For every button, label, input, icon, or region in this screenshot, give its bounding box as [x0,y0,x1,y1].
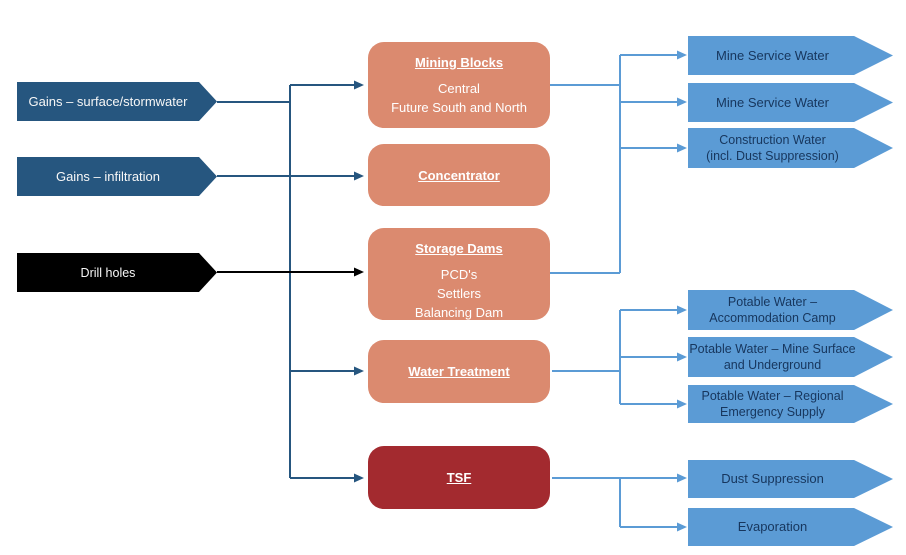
output-label: Dust Suppression [721,471,824,486]
box-title: TSF [446,470,472,485]
output-arrow-dust-suppression: Dust Suppression [688,460,893,498]
box-body: PCD's Settlers Balancing Dam [414,267,504,320]
output-label: Potable Water – Mine Surface and Undergr… [689,342,856,372]
input-arrow-drill-holes: Drill holes [17,253,217,292]
process-box-tsf: TSF [368,446,550,509]
output-arrow-potable-regional-emergency: Potable Water – Regional Emergency Suppl… [688,385,893,423]
output-label: Evaporation [737,519,808,534]
output-arrow-evaporation: Evaporation [688,508,893,546]
output-arrow-construction-water: Construction Water (incl. Dust Suppressi… [688,128,893,168]
output-label: Mine Service Water [716,47,829,63]
process-box-mining-blocks: Mining Blocks Central Future South and N… [368,42,550,128]
output-label: Construction Water (incl. Dust Suppressi… [706,133,839,163]
process-box-water-treatment: Water Treatment [368,340,550,403]
output-label: Potable Water – Regional Emergency Suppl… [701,389,844,419]
input-arrow-gains-surface-stormwater: Gains – surface/stormwater [17,82,217,121]
output-arrow-mine-service-water-1: Mine Service Water [688,36,893,75]
input-label: Gains – infiltration [55,169,161,184]
input-label: Gains – surface/stormwater [28,94,188,109]
output-label: Potable Water – Accommodation Camp [709,295,836,325]
box-title: Concentrator [418,167,500,183]
input-arrow-gains-infiltration: Gains – infiltration [17,157,217,196]
box-title: Mining Blocks [414,55,504,70]
process-box-concentrator: Concentrator [368,144,550,206]
box-title: Storage Dams [415,241,503,256]
box-title: Water Treatment [408,364,510,379]
dark-input-connectors [217,80,364,483]
output-arrow-potable-accommodation-camp: Potable Water – Accommodation Camp [688,290,893,330]
light-output-connectors [550,50,687,532]
output-arrow-mine-service-water-2: Mine Service Water [688,83,893,122]
process-box-storage-dams: Storage Dams PCD's Settlers Balancing Da… [368,228,550,320]
box-body: Central Future South and North [391,81,527,115]
input-label: Drill holes [80,265,136,280]
output-arrow-potable-mine-surface-underground: Potable Water – Mine Surface and Undergr… [688,337,893,377]
output-label: Mine Service Water [716,94,829,110]
